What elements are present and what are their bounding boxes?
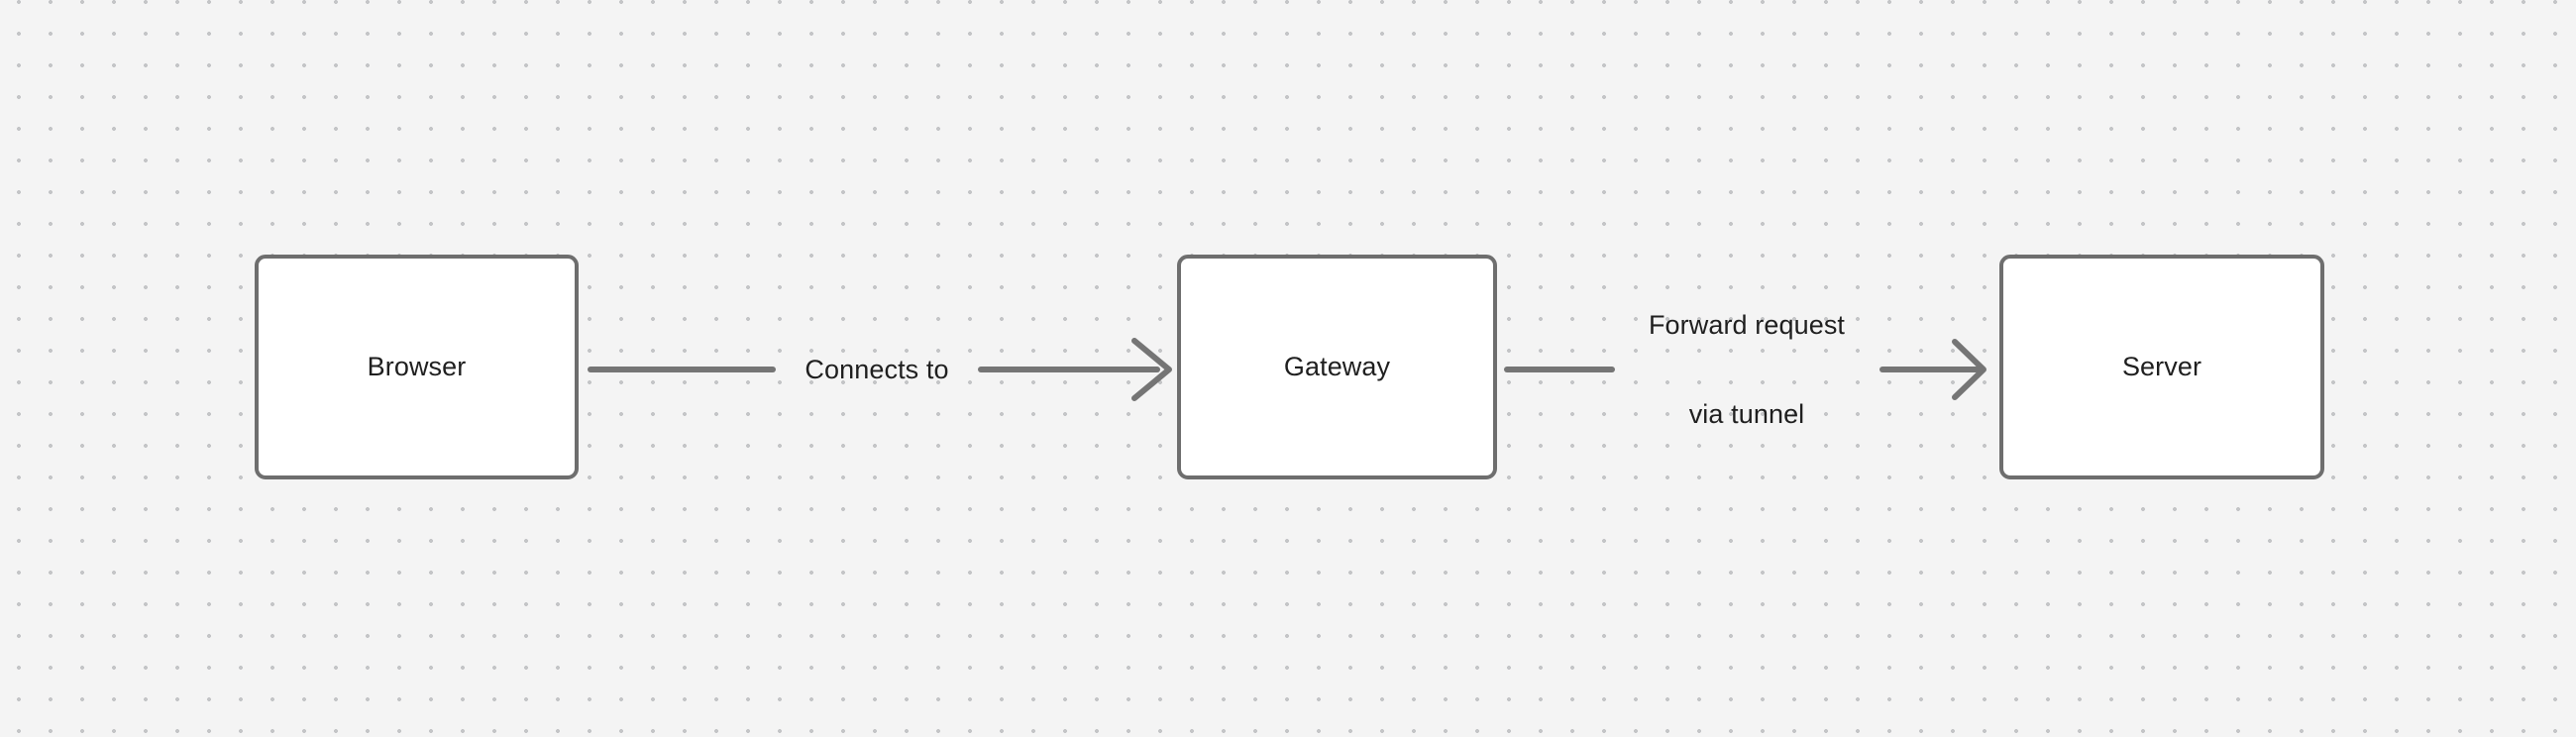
edge-label-gateway-to-server-line-2: via tunnel [1688, 399, 1805, 429]
edge-label-gateway-to-server: Forward request via tunnel [1649, 251, 1845, 488]
edge-browser-to-gateway-arrowhead [1131, 338, 1172, 401]
node-gateway[interactable]: Gateway [1177, 255, 1497, 479]
node-server[interactable]: Server [1999, 255, 2324, 479]
edge-gateway-to-server-arrowhead [1952, 339, 1986, 400]
node-gateway-label: Gateway [1283, 351, 1391, 381]
node-browser[interactable]: Browser [255, 255, 579, 479]
edge-browser-to-gateway [588, 338, 1172, 401]
edge-label-gateway-to-server-line-1: Forward request [1648, 310, 1846, 340]
node-browser-label: Browser [367, 351, 467, 381]
edge-label-browser-to-gateway: Connects to [805, 355, 949, 384]
edge-gateway-to-server [1504, 339, 1986, 400]
node-server-label: Server [2121, 351, 2202, 381]
